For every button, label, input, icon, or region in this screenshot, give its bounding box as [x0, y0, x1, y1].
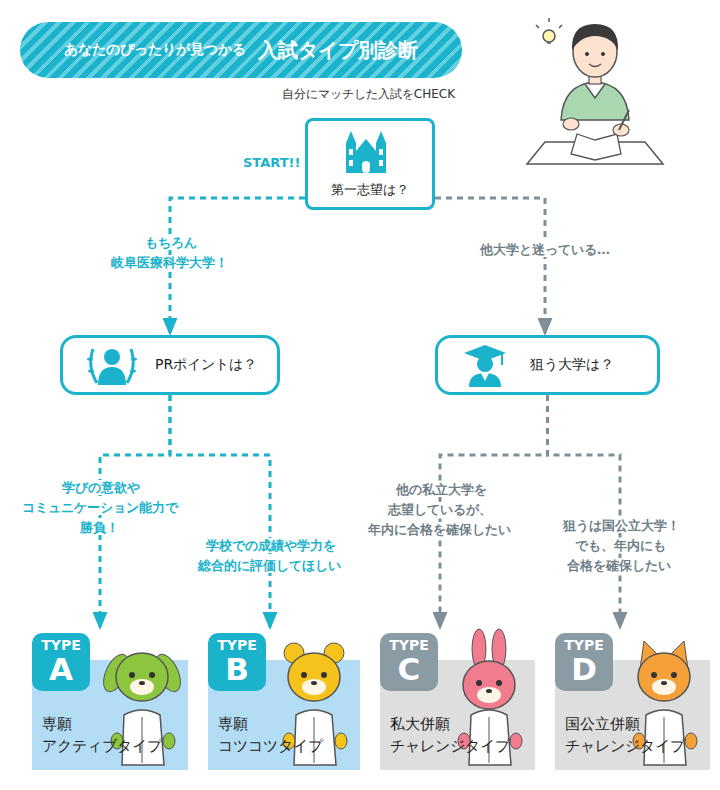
edge-label-text: 他大学と迷っている… [478, 242, 612, 257]
icon-holder [342, 129, 390, 179]
edge-label: もちろん 岐阜医療科学大学！ [95, 233, 245, 273]
pen [619, 110, 629, 130]
banner-subtitle: あなたのぴったりが見つかる [64, 41, 246, 59]
student-illustration [525, 2, 665, 167]
type-letter: C [380, 651, 438, 687]
type-badge: TYPEA [32, 633, 90, 691]
bulb [536, 18, 562, 43]
edge-label-text: 他の私立大学を 志望しているが、 年内に合格を確保したい [368, 482, 513, 537]
result-card: TYPEC 私大併願 チャレンジタイプ [380, 633, 535, 770]
type-badge: TYPED [555, 633, 613, 691]
edge-label: 他の私立大学を 志望しているが、 年内に合格を確保したい [355, 480, 525, 540]
dashed-arrow [170, 395, 270, 627]
type-word: TYPE [555, 637, 613, 653]
type-badge: TYPEB [208, 633, 266, 691]
dashed-arrow [435, 198, 545, 333]
edge-label: 学校での成績や学力を 総合的に評価してほしい [190, 536, 350, 576]
edge-label-text: もちろん 岐阜医療科学大学！ [111, 235, 230, 270]
type-badge: TYPEC [380, 633, 438, 691]
laurel-person-icon [87, 343, 137, 389]
building-icon [342, 129, 390, 175]
result-card: TYPEA 専願 アクティブタイプ [32, 633, 188, 770]
body [561, 82, 629, 120]
question-box: PRポイントは？ [60, 335, 280, 395]
type-word: TYPE [208, 637, 266, 653]
edge-label: 学びの意欲や コミュニケーション能力で 勝負！ [15, 478, 185, 538]
note-label: 自分にマッチした入試をCHECK [282, 86, 455, 103]
type-name: 国公立併願 チャレンジタイプ [565, 713, 700, 757]
start-label: START!! [243, 155, 300, 170]
collar [585, 84, 605, 98]
graduate-icon [462, 343, 508, 389]
box-text: PRポイントは？ [155, 356, 257, 374]
result-card: TYPEB 専願 コツコツタイプ [208, 633, 360, 770]
box-text: 狙う大学は？ [530, 356, 614, 374]
box-text: 第一志望は？ [308, 181, 432, 199]
type-name: 私大併願 チャレンジタイプ [390, 713, 525, 757]
start-box: 第一志望は？ [305, 118, 435, 210]
type-name: 専願 コツコツタイプ [218, 713, 353, 757]
type-word: TYPE [380, 637, 438, 653]
edge-label: 他大学と迷っている… [460, 240, 630, 260]
edge-label-text: 学校での成績や学力を 総合的に評価してほしい [198, 538, 343, 573]
edge-label-text: 狙うは国公立大学！ でも、年内にも 合格を確保したい [561, 518, 680, 573]
edge-label-text: 学びの意欲や コミュニケーション能力で 勝負！ [22, 480, 178, 535]
type-letter: A [32, 651, 90, 687]
dashed-arrow [548, 395, 621, 627]
notebook [571, 134, 621, 160]
result-card: TYPED 国公立併願 チャレンジタイプ [555, 633, 710, 770]
edge-label: 狙うは国公立大学！ でも、年内にも 合格を確保したい [545, 516, 695, 576]
type-name: 専願 アクティブタイプ [42, 713, 177, 757]
type-word: TYPE [32, 637, 90, 653]
icon-holder [87, 343, 137, 393]
type-letter: B [208, 651, 266, 687]
title: 入試タイプ別診断 [258, 37, 418, 64]
hair [572, 24, 618, 50]
title-banner: あなたのぴったりが見つかる入試タイプ別診断 [20, 22, 462, 78]
question-box: 狙う大学は？ [435, 335, 660, 395]
icon-holder [462, 343, 508, 393]
type-letter: D [555, 651, 613, 687]
